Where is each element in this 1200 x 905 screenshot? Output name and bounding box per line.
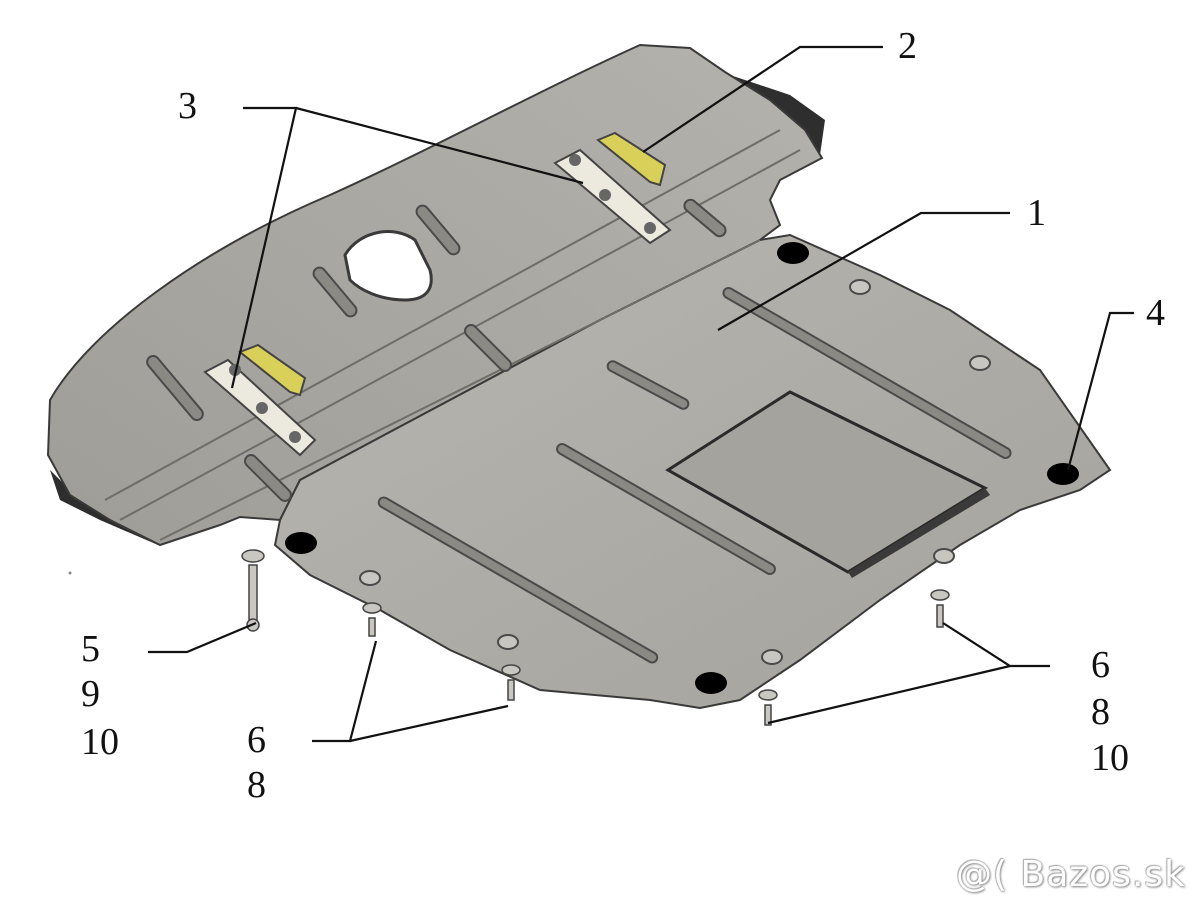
short-bolt bbox=[362, 602, 382, 637]
callout-labels: 2 3 1 4 5 9 10 6 8 6 8 10 bbox=[81, 25, 1165, 806]
callout-10-right: 10 bbox=[1091, 737, 1129, 779]
callout-2: 2 bbox=[898, 25, 917, 67]
callout-6-left: 6 bbox=[247, 719, 266, 761]
rubber-plug bbox=[285, 532, 317, 554]
rubber-plug bbox=[777, 242, 809, 264]
mounting-holes bbox=[359, 279, 991, 665]
plate-front-slope bbox=[46, 43, 824, 547]
rubber-plugs bbox=[285, 242, 1079, 694]
short-bolt bbox=[501, 664, 521, 701]
long-bolt-with-washer bbox=[241, 549, 265, 632]
stiffening-slots bbox=[146, 198, 1012, 664]
callout-10-left: 10 bbox=[81, 721, 119, 763]
callout-8-left: 8 bbox=[247, 764, 266, 806]
rubber-plug bbox=[1047, 463, 1079, 485]
callout-4: 4 bbox=[1146, 292, 1165, 334]
stray-dot bbox=[68, 571, 72, 575]
callout-9: 9 bbox=[81, 673, 100, 715]
callout-1: 1 bbox=[1027, 192, 1046, 234]
callout-5: 5 bbox=[81, 628, 100, 670]
mounting-bracket-right bbox=[553, 131, 672, 245]
short-bolt bbox=[930, 589, 950, 628]
watermark: @( Bazos.sk bbox=[956, 854, 1186, 895]
access-hole bbox=[343, 230, 433, 302]
callout-6-right: 6 bbox=[1091, 644, 1110, 686]
callout-8-right: 8 bbox=[1091, 691, 1110, 733]
callout-3: 3 bbox=[178, 85, 197, 127]
leader-lines bbox=[148, 45, 1134, 743]
rubber-plug bbox=[695, 672, 727, 694]
short-bolt bbox=[758, 689, 778, 726]
